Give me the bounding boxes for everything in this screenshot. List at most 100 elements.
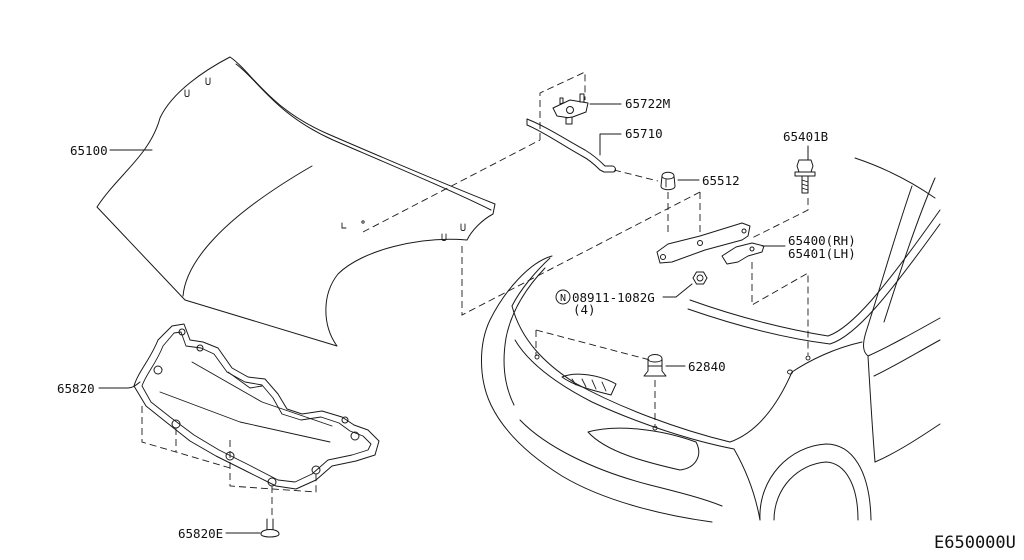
hinge-bracket-lh bbox=[721, 242, 765, 265]
body-mount-hole bbox=[787, 369, 793, 375]
grille-lamp-hatch bbox=[571, 378, 607, 392]
stay-clip-post bbox=[559, 97, 564, 105]
hinge-bolt bbox=[794, 159, 816, 194]
undercover-boss bbox=[350, 431, 360, 441]
callout-undercover-clip: 65820E bbox=[178, 526, 223, 541]
bolt-thread bbox=[801, 179, 809, 191]
bumper-body bbox=[660, 171, 676, 191]
hood-stay-clip bbox=[552, 93, 589, 125]
hinge-bracket-rh bbox=[656, 222, 751, 264]
callout-hood-stay-clip: 65722M bbox=[625, 96, 670, 111]
clip-stem bbox=[266, 518, 274, 531]
leader-nut bbox=[662, 283, 693, 298]
nut-bore bbox=[696, 274, 704, 282]
undercover-outline bbox=[133, 323, 380, 490]
bolt-head bbox=[796, 159, 814, 173]
body-mount-hole bbox=[652, 425, 658, 431]
undercover-boss bbox=[196, 344, 204, 352]
hood-mount-mark bbox=[341, 222, 347, 229]
bumper-upper-line bbox=[514, 339, 735, 450]
stay-clip-post bbox=[579, 93, 585, 103]
stay-clip-body bbox=[552, 99, 589, 119]
assembly-line bbox=[751, 198, 809, 239]
callouts: 65100 65820 65820E 65722M 65710 65512 65… bbox=[57, 96, 1016, 553]
hood-front-edge-line bbox=[511, 305, 793, 443]
rocker-line bbox=[874, 423, 941, 463]
nut-prefix-circle bbox=[555, 289, 571, 305]
callout-hinge-rh: 65400(RH) bbox=[788, 233, 856, 248]
hood-mount-mark bbox=[441, 233, 447, 241]
stay-rod-edge bbox=[526, 118, 616, 173]
hood-mount-mark bbox=[460, 223, 466, 231]
leader-undercover bbox=[98, 381, 141, 389]
wheel-arch-outer bbox=[759, 443, 872, 521]
bolt-washer bbox=[794, 171, 816, 177]
headlamp bbox=[587, 427, 700, 471]
cowl-line-upper bbox=[689, 209, 941, 337]
left-fender-outer-line bbox=[481, 255, 713, 523]
lower-bumper-line bbox=[519, 419, 723, 507]
hood-mount-mark bbox=[361, 220, 365, 224]
hood-mount-mark bbox=[205, 77, 211, 85]
fender-front-edge bbox=[733, 448, 761, 521]
assembly-lines bbox=[141, 71, 809, 519]
hinge-hole bbox=[749, 246, 755, 252]
hood-mount-mark bbox=[184, 89, 190, 97]
undercover-rib bbox=[159, 391, 331, 443]
bumper-top-edge bbox=[661, 175, 675, 180]
rubber-stop-body bbox=[643, 354, 667, 377]
callout-hinge-bolt: 65401B bbox=[783, 129, 828, 144]
undercover-boss bbox=[267, 477, 277, 487]
callout-hood: 65100 bbox=[70, 143, 108, 158]
assembly-line bbox=[539, 71, 586, 140]
undercover-rib bbox=[227, 371, 263, 389]
assembly-line bbox=[461, 191, 701, 316]
hood-bumper bbox=[660, 171, 676, 191]
undercover-boss bbox=[153, 365, 163, 375]
undercover-clip bbox=[260, 518, 280, 538]
left-fender-inner-line bbox=[503, 267, 546, 406]
body-side-line bbox=[867, 355, 876, 463]
callout-rubber-stop: 62840 bbox=[688, 359, 726, 374]
undercover-rib bbox=[191, 361, 333, 427]
assembly-line bbox=[535, 329, 651, 361]
diagram-code: E650000U bbox=[934, 533, 1016, 553]
a-pillar-line bbox=[883, 177, 936, 323]
assembly-line bbox=[362, 139, 541, 233]
grille-lamp bbox=[561, 373, 617, 396]
callout-hood-stay: 65710 bbox=[625, 126, 663, 141]
stay-rod-edge bbox=[526, 124, 605, 173]
body-mount-hole bbox=[805, 355, 811, 361]
hood-crease-line bbox=[182, 165, 313, 297]
assembly-line bbox=[613, 169, 659, 182]
windshield-base-line bbox=[854, 157, 936, 199]
callout-undercover: 65820 bbox=[57, 381, 95, 396]
stay-clip-stud bbox=[565, 116, 573, 125]
hood-right-edge-line bbox=[791, 341, 863, 373]
wheel-arch-inner bbox=[773, 461, 859, 521]
callout-nut-prefix: N bbox=[560, 293, 566, 304]
door-line bbox=[873, 339, 941, 377]
a-pillar-line bbox=[863, 185, 913, 357]
assembly-line bbox=[751, 262, 809, 355]
callout-nut: 08911-1082G bbox=[572, 290, 655, 305]
assembly-line bbox=[141, 406, 231, 469]
clip-head bbox=[260, 529, 280, 538]
leader-hood-stay bbox=[599, 133, 622, 156]
vehicle-front-body bbox=[481, 157, 941, 523]
hinge-nut bbox=[692, 271, 708, 285]
undercover-boss bbox=[311, 465, 321, 475]
hood-rubber-stop bbox=[643, 354, 667, 377]
callout-nut-qty: (4) bbox=[573, 302, 596, 317]
hood-stay-rod bbox=[526, 118, 616, 173]
undercover-boss bbox=[341, 416, 349, 424]
undercover-inner-outline bbox=[141, 331, 372, 483]
hood-panel bbox=[96, 56, 496, 347]
hood-hinge bbox=[656, 222, 765, 265]
leader-lines bbox=[98, 103, 809, 534]
assembly-line bbox=[229, 440, 317, 493]
hood-outline bbox=[96, 56, 496, 347]
callout-hinge-lh: 65401(LH) bbox=[788, 246, 856, 261]
engine-undercover bbox=[133, 323, 380, 490]
